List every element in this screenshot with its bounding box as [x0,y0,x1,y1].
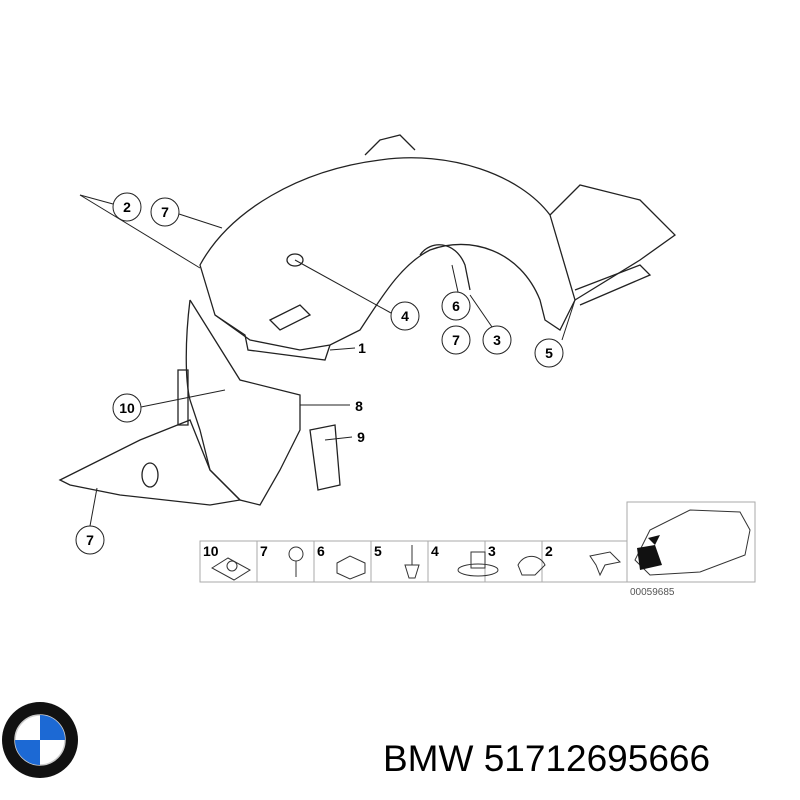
svg-text:7: 7 [161,204,169,220]
callout-2: 2 [112,192,142,222]
svg-text:2: 2 [123,199,131,215]
callout-3: 3 [482,325,512,355]
svg-text:8: 8 [355,398,363,414]
svg-text:6: 6 [452,298,460,314]
drawing-code: 00059685 [630,587,675,598]
strip-label-4: 4 [431,543,439,559]
strip-label-10: 10 [203,543,219,559]
part-number-caption: BMW 51712695666 [383,738,711,779]
svg-text:9: 9 [357,429,365,445]
leader-lines [79,194,576,527]
callout-10: 10 [112,393,142,423]
fender-liner-drawing [58,134,677,506]
car-locator-thumbnail [626,501,756,583]
callout-7: 7 [150,197,180,227]
strip-label-2: 2 [545,543,553,559]
parts-strip: 10 7 6 5 4 3 2 00059685 [199,501,756,598]
callout-7: 7 [75,525,105,555]
callout-6: 6 [441,291,471,321]
strip-label-3: 3 [488,543,496,559]
strip-label-6: 6 [317,543,325,559]
callout-4: 4 [390,301,420,331]
svg-text:3: 3 [493,332,501,348]
callout-7: 7 [441,325,471,355]
svg-text:7: 7 [452,332,460,348]
callouts: 2 7 4 6 7 3 5 1 10 8 9 7 [75,192,564,555]
callout-5: 5 [534,338,564,368]
svg-text:4: 4 [401,308,409,324]
strip-label-5: 5 [374,543,382,559]
callout-9: 9 [357,429,365,445]
fastener-icons [211,545,622,581]
svg-text:1: 1 [358,340,366,356]
svg-text:10: 10 [119,400,135,416]
svg-text:5: 5 [545,345,553,361]
bmw-logo [2,702,78,778]
svg-text:7: 7 [86,532,94,548]
callout-8: 8 [355,398,363,414]
strip-label-7: 7 [260,543,268,559]
callout-1: 1 [358,340,366,356]
